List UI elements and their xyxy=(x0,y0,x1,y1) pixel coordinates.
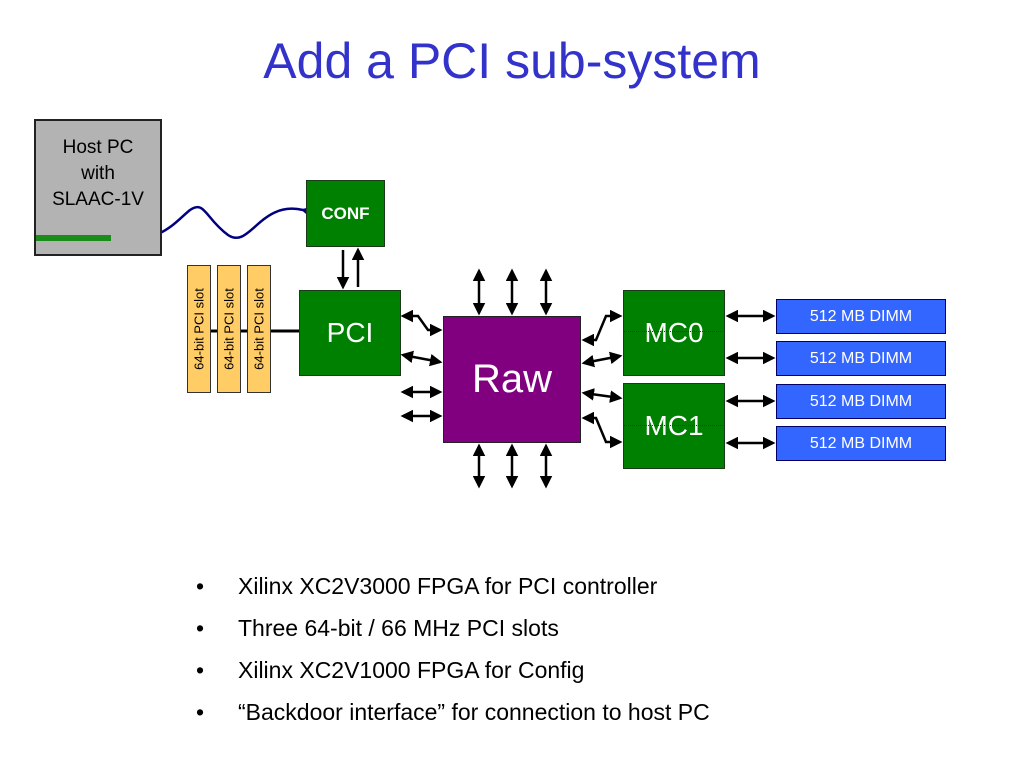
dimm-1: 512 MB DIMM xyxy=(776,299,946,334)
bullet-item: • Xilinx XC2V1000 FPGA for Config xyxy=(196,654,710,696)
bullet-dot: • xyxy=(196,699,205,725)
raw-fpga: Raw xyxy=(443,316,581,443)
bullet-text: Xilinx XC2V3000 FPGA for PCI controller xyxy=(238,573,658,599)
raw-mc0-link-2 xyxy=(581,351,623,368)
slide-title: Add a PCI sub-system xyxy=(263,33,761,89)
mc0-dotted-divider xyxy=(623,331,725,332)
dimm-3: 512 MB DIMM xyxy=(776,384,946,419)
dimm-2-label: 512 MB DIMM xyxy=(809,349,913,367)
backdoor-cable xyxy=(112,205,315,246)
pci-slot-3-label: 64-bit PCI slot xyxy=(251,288,267,370)
dimm-4-label: 512 MB DIMM xyxy=(809,434,913,452)
mc1-label: MC1 xyxy=(644,410,704,441)
pci-label: PCI xyxy=(326,317,374,348)
bullet-item: • Three 64-bit / 66 MHz PCI slots xyxy=(196,612,710,654)
bullet-list: • Xilinx XC2V3000 FPGA for PCI controlle… xyxy=(196,570,710,738)
conf-label: CONF xyxy=(321,203,370,223)
bullet-item: • “Backdoor interface” for connection to… xyxy=(196,696,710,738)
bullet-dot: • xyxy=(196,573,205,599)
pci-slot-1: 64-bit PCI slot xyxy=(187,265,211,393)
mc0-controller: MC0 xyxy=(623,290,725,376)
dimm-2: 512 MB DIMM xyxy=(776,341,946,376)
dimm-3-label: 512 MB DIMM xyxy=(809,392,913,410)
bullet-text: Three 64-bit / 66 MHz PCI slots xyxy=(238,615,559,641)
raw-mc0-link-1 xyxy=(581,309,623,347)
dimm-4: 512 MB DIMM xyxy=(776,426,946,461)
pci-slot-2: 64-bit PCI slot xyxy=(217,265,241,393)
host-pc-box: Host PC with SLAAC-1V xyxy=(34,119,162,256)
bullet-dot: • xyxy=(196,657,205,683)
pci-slot-1-label: 64-bit PCI slot xyxy=(191,288,207,370)
pci-slot-3: 64-bit PCI slot xyxy=(247,265,271,393)
conf-fpga: CONF xyxy=(306,180,385,247)
pci-raw-link-1 xyxy=(400,309,443,337)
pci-slot-2-label: 64-bit PCI slot xyxy=(221,288,237,370)
raw-mc1-link-1 xyxy=(581,388,623,403)
bullet-dot: • xyxy=(196,615,205,641)
host-pc-label-line3: SLAAC-1V xyxy=(52,189,144,210)
slaac-card xyxy=(36,235,111,241)
bullet-text: “Backdoor interface” for connection to h… xyxy=(238,699,710,725)
dimm-1-label: 512 MB DIMM xyxy=(809,307,913,325)
mc1-dotted-divider xyxy=(623,425,725,426)
mc0-label: MC0 xyxy=(644,317,704,348)
pci-fpga: PCI xyxy=(299,290,401,376)
bullet-text: Xilinx XC2V1000 FPGA for Config xyxy=(238,657,585,683)
raw-mc1-link-2 xyxy=(581,411,623,449)
mc1-controller: MC1 xyxy=(623,383,725,469)
host-pc-label-line2: with xyxy=(81,163,115,184)
pci-raw-link-2 xyxy=(400,350,443,367)
host-pc-label-line1: Host PC xyxy=(62,137,134,158)
bullet-item: • Xilinx XC2V3000 FPGA for PCI controlle… xyxy=(196,570,710,612)
raw-label: Raw xyxy=(471,357,553,401)
